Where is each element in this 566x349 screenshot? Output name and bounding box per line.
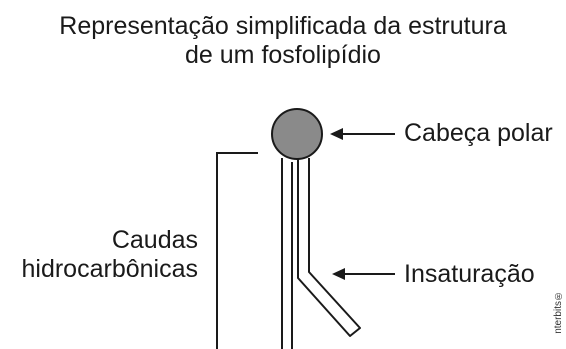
tails-label-line-1: Caudas bbox=[111, 226, 198, 254]
image-credit: nterbits® bbox=[553, 290, 564, 334]
bent-tail bbox=[297, 158, 361, 337]
tails-bracket bbox=[216, 152, 258, 349]
polar-head-label: Cabeça polar bbox=[404, 119, 553, 147]
head-arrow-tip bbox=[330, 128, 343, 140]
polar-head bbox=[271, 108, 323, 160]
diagram-title-line-1: Representação simplificada da estrutura bbox=[59, 12, 507, 40]
unsaturation-label: Insaturação bbox=[404, 260, 535, 288]
unsaturation-arrow-tip bbox=[332, 268, 345, 280]
diagram-title-line-2: de um fosfolipídio bbox=[185, 41, 381, 69]
straight-tail bbox=[281, 158, 293, 349]
tails-label-line-2: hidrocarbônicas bbox=[21, 255, 199, 283]
